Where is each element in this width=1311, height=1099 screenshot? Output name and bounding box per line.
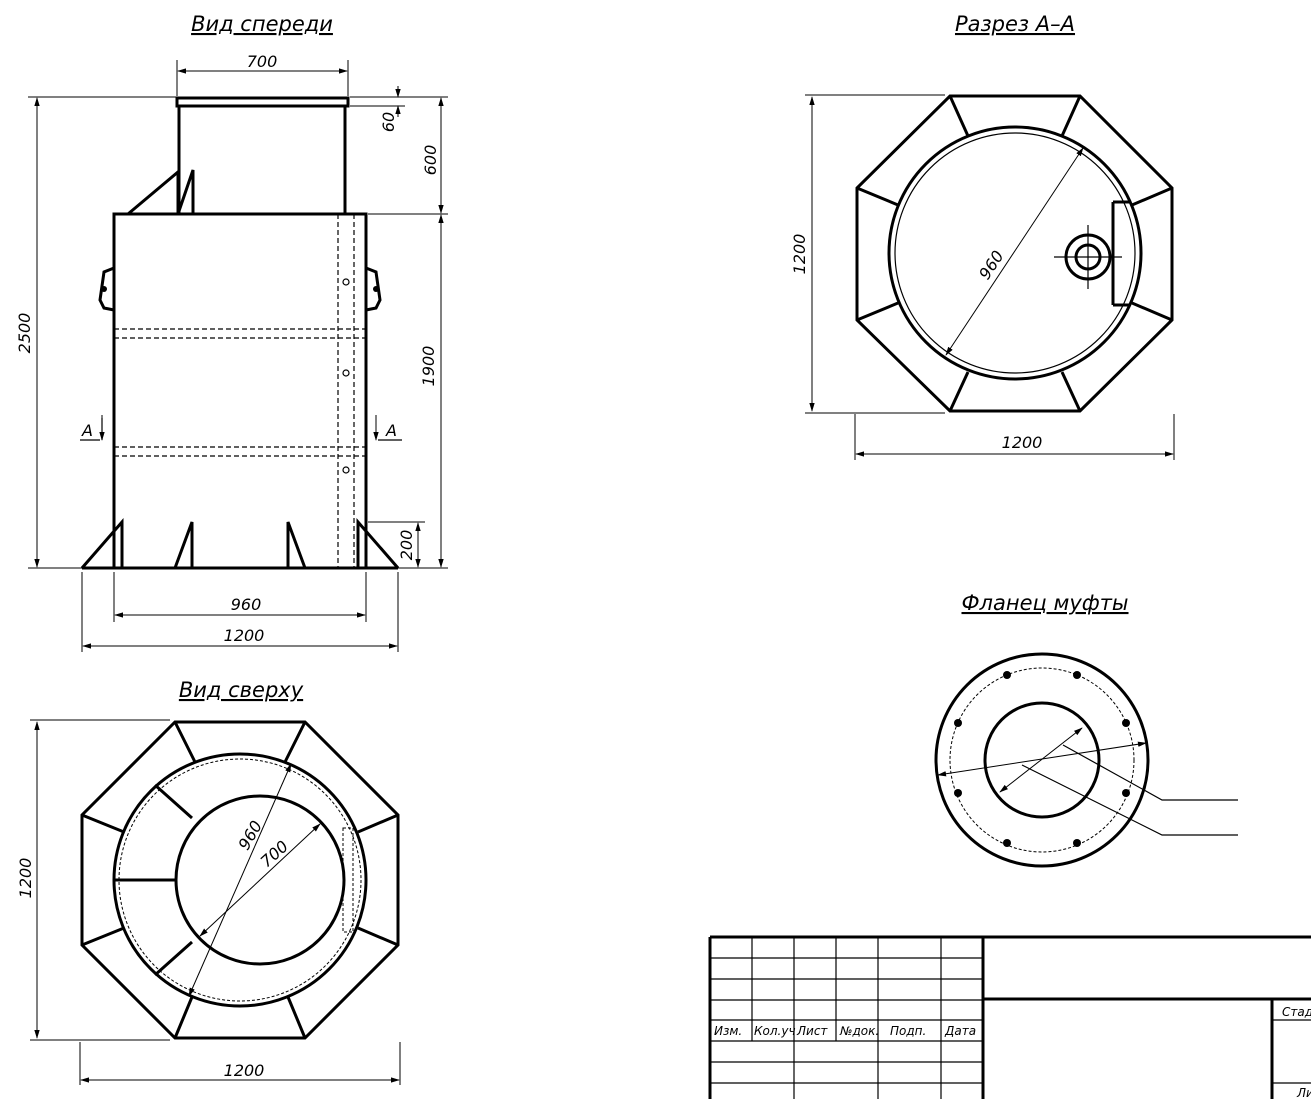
dim-neck-width: 700: [247, 52, 278, 71]
dim-leg-height: 200: [397, 530, 416, 561]
leg-right: [356, 517, 400, 569]
dim-top-height: 1200: [16, 858, 35, 899]
pipe-outline: [342, 827, 354, 933]
section-circle-outer: [887, 125, 1143, 381]
section-mark-right: А: [385, 421, 397, 440]
title-block: Изм. Кол.уч Лист №док. Подп. Дата Стад Л…: [708, 935, 1311, 1099]
dim-section-height: 1200: [790, 234, 809, 275]
top-view: Вид сверху 960 700 1200 1200: [16, 678, 401, 1085]
tb-header-izm: Изм.: [714, 1024, 742, 1038]
front-view: Вид спереди 700 2500: [15, 12, 448, 652]
dim-section-diameter: 960: [975, 247, 1008, 283]
section-octagon: [855, 94, 1174, 413]
tank-circle-dashed: [118, 758, 362, 1002]
pipe-hole: [342, 466, 350, 474]
lifting-lug-left: [98, 266, 115, 312]
tb-header-data: Дата: [944, 1024, 976, 1038]
flange-bolt-circle: [949, 667, 1135, 853]
dim-body-height: 1900: [419, 346, 438, 387]
dim-top-width: 1200: [224, 1061, 265, 1080]
leg-left: [80, 517, 124, 569]
leg-mid-left: [173, 521, 194, 569]
flange-inner: [983, 701, 1101, 819]
dim-inner-width: 960: [231, 595, 262, 614]
section-circle-inner: [894, 132, 1136, 374]
neck: [177, 104, 347, 216]
dim-outer-width: 1200: [224, 626, 265, 645]
dim-top-outer-diameter: 960: [234, 817, 266, 853]
tb-stage-label: Стад: [1282, 1005, 1311, 1019]
tb-header-ndok: №док.: [839, 1024, 879, 1038]
flange-view-title: Фланец муфты: [961, 591, 1128, 615]
tank-body: [112, 212, 368, 570]
neck-brace: [127, 168, 195, 216]
dim-total-height: 2500: [15, 313, 34, 354]
flange-bolts: [954, 671, 1130, 847]
pipe-hole: [342, 369, 350, 377]
front-view-title: Вид спереди: [191, 12, 333, 36]
section-view-title: Разрез А–А: [955, 12, 1075, 36]
flange-view: Фланец муфты: [934, 591, 1238, 868]
pipe-hole: [342, 278, 350, 286]
section-mark-left: А: [81, 421, 93, 440]
tb-header-list: Лист: [796, 1024, 828, 1038]
dim-lid-height: 60: [379, 112, 398, 132]
leg-mid-right: [286, 521, 307, 569]
top-view-title: Вид сверху: [179, 678, 304, 702]
section-view: Разрез А–А 960 1200 1200: [790, 12, 1175, 460]
dim-neck-height: 600: [421, 145, 440, 176]
flange-outer: [934, 652, 1150, 868]
internal-pipe: [337, 214, 355, 568]
dim-section-width: 1200: [1002, 433, 1043, 452]
dim-top-inner-diameter: 700: [257, 837, 292, 872]
tb-sheet-label: Ли: [1296, 1086, 1311, 1099]
tb-header-podp: Подп.: [890, 1024, 926, 1038]
tb-header-koluch: Кол.уч: [754, 1024, 796, 1038]
internal-partitions: [114, 328, 366, 457]
lifting-lug-right: [365, 266, 382, 312]
